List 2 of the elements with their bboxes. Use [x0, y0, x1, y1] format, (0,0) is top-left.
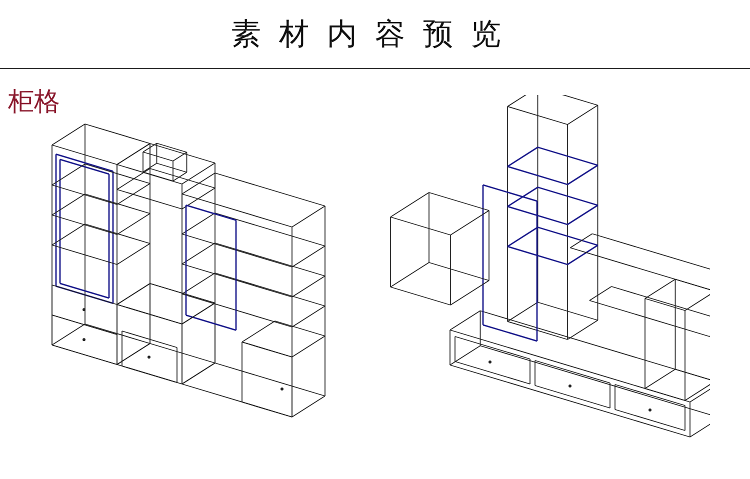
page-title: 素材内容预览 [230, 16, 520, 54]
section-label: 柜格 [8, 86, 60, 119]
